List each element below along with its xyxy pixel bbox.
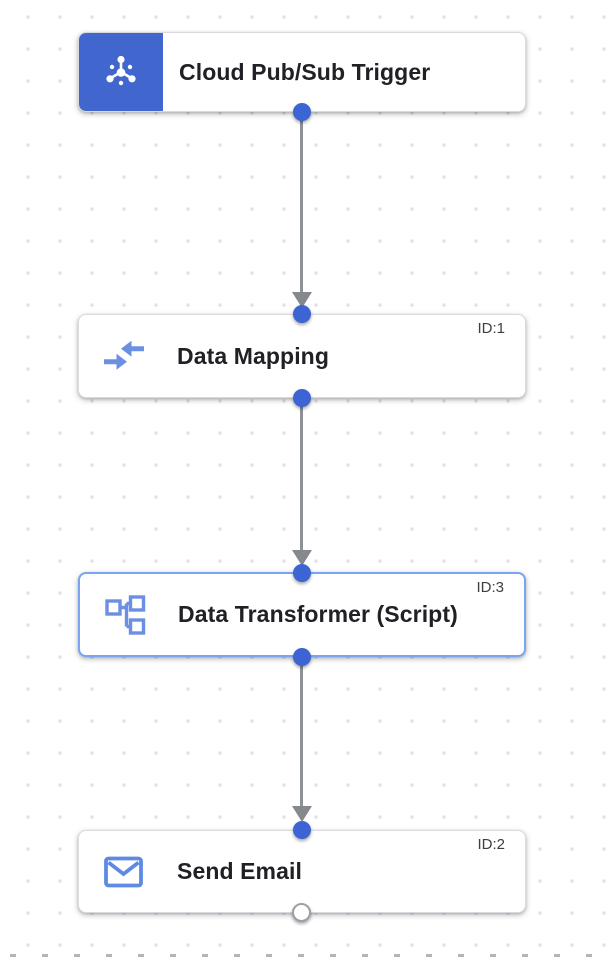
- mail-icon: [101, 849, 147, 895]
- port-out-trigger[interactable]: [293, 103, 311, 121]
- data-mapping-icon: [101, 333, 147, 379]
- edge-arrowhead-icon: [292, 292, 312, 308]
- port-in-transformer[interactable]: [293, 564, 311, 582]
- schema-icon: [102, 592, 148, 638]
- node-id-badge: ID:3: [476, 579, 504, 596]
- pubsub-icon: [106, 55, 136, 86]
- edge-mapping-to-transformer[interactable]: [300, 398, 303, 551]
- edge-arrowhead-icon: [292, 550, 312, 566]
- port-out-email-empty[interactable]: [292, 903, 311, 922]
- node-id-badge: ID:2: [477, 836, 505, 853]
- node-data-transformer[interactable]: Data Transformer (Script) ID:3: [78, 572, 526, 657]
- port-in-mapping[interactable]: [293, 305, 311, 323]
- edge-trigger-to-mapping[interactable]: [300, 112, 303, 293]
- canvas-bottom-grid-row: [10, 954, 610, 957]
- node-title: Data Mapping: [177, 342, 329, 369]
- node-title: Send Email: [177, 858, 302, 884]
- port-out-transformer[interactable]: [293, 648, 311, 666]
- edge-arrowhead-icon: [292, 806, 312, 822]
- node-cloud-pubsub-trigger[interactable]: Cloud Pub/Sub Trigger: [78, 32, 526, 112]
- port-in-email[interactable]: [293, 821, 311, 839]
- node-send-email[interactable]: Send Email ID:2: [78, 830, 526, 913]
- node-id-badge: ID:1: [477, 320, 505, 337]
- port-out-mapping[interactable]: [293, 389, 311, 407]
- node-title: Cloud Pub/Sub Trigger: [179, 58, 431, 85]
- trigger-color-block: [79, 33, 163, 111]
- edge-transformer-to-email[interactable]: [300, 657, 303, 808]
- node-data-mapping[interactable]: Data Mapping ID:1: [78, 314, 526, 398]
- node-title: Data Transformer (Script): [178, 601, 458, 627]
